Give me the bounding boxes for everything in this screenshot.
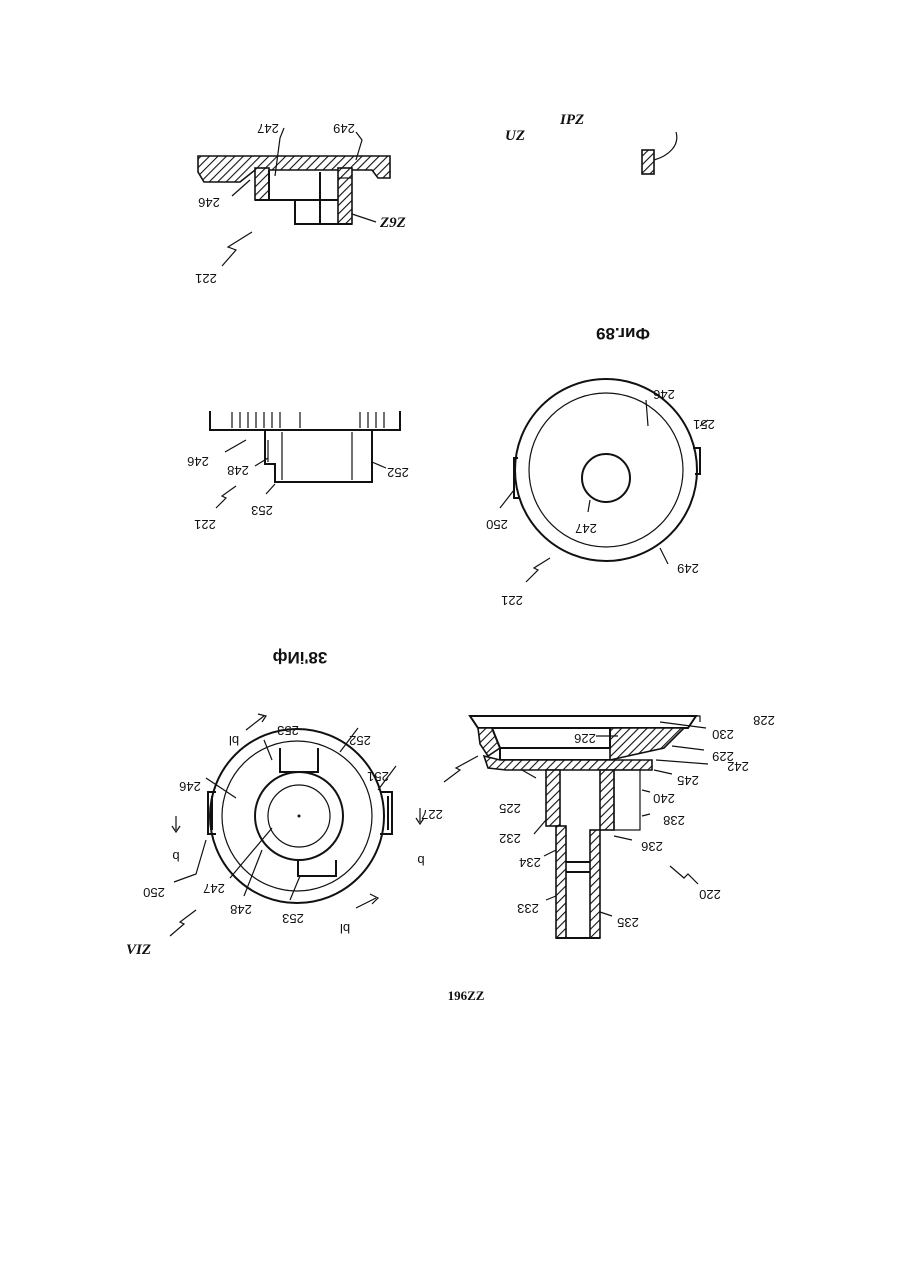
section-arrow-top <box>246 714 266 730</box>
label-245: 245 <box>677 773 699 788</box>
arrow-viz <box>170 910 196 936</box>
label-246-bl: 246 <box>179 779 201 794</box>
label-234: 234 <box>519 855 541 870</box>
tag-uz: UZ <box>505 128 525 144</box>
label-b-right: b <box>417 853 424 868</box>
collar <box>614 770 640 830</box>
label-251-bl: 251 <box>367 769 389 784</box>
base-section <box>484 756 652 770</box>
label-226: 226 <box>574 731 596 746</box>
label-221-top: 221 <box>195 271 217 286</box>
flange-section-right <box>610 728 684 760</box>
section-arrow-bottom <box>356 894 378 908</box>
tube-wall-right <box>590 830 600 938</box>
label-253-bl-bottom: 253 <box>282 911 304 926</box>
arrow-220 <box>670 866 698 884</box>
label-246-mid: 246 <box>187 454 209 469</box>
label-247-plan: 247 <box>575 521 597 536</box>
label-235: 235 <box>617 915 639 930</box>
rib-top <box>280 748 318 772</box>
label-252-mid: 252 <box>387 465 409 480</box>
figure-bottom-right-section: 228 230 226 229 242 245 227 225 240 238 … <box>421 713 775 938</box>
spout-wall-left <box>546 770 560 826</box>
label-230: 230 <box>712 727 734 742</box>
label-232: 232 <box>499 831 521 846</box>
label-227: 227 <box>421 807 443 822</box>
label-233: 233 <box>517 901 539 916</box>
hub-wall-right <box>338 168 352 224</box>
label-225: 225 <box>499 801 521 816</box>
label-251-plan: 251 <box>693 417 715 432</box>
arrow-221 <box>222 232 252 266</box>
hub-wall-left <box>255 168 269 200</box>
label-221-mid: 221 <box>194 517 216 532</box>
inner-rim <box>529 393 683 547</box>
label-b-left: b <box>172 849 179 864</box>
rib-bottom <box>298 860 336 876</box>
spout-wall-right <box>600 770 614 830</box>
label-249-plan: 249 <box>677 561 699 576</box>
label-228: 228 <box>753 713 775 728</box>
label-248-mid: 248 <box>227 463 249 478</box>
flange-section <box>198 156 390 182</box>
figure-middle-left-elevation: 246 248 252 253 221 <box>187 411 409 532</box>
label-221-plan: 221 <box>501 593 523 608</box>
label-252-bl: 252 <box>349 733 371 748</box>
label-bl-top: bl <box>229 733 239 748</box>
tag-viz: VIZ <box>126 942 151 958</box>
section-arrow-left <box>172 816 180 832</box>
label-bl-bottom: bl <box>340 921 350 936</box>
label-247-bl: 247 <box>203 881 225 896</box>
label-238: 238 <box>663 813 685 828</box>
center-dot <box>298 815 301 818</box>
label-220: 220 <box>699 887 721 902</box>
label-250-plan: 250 <box>486 517 508 532</box>
center-bore <box>582 454 630 502</box>
label-249-top: 249 <box>333 121 355 136</box>
tube-wall-left <box>556 826 566 938</box>
label-236: 236 <box>641 839 663 854</box>
flange-outline <box>210 411 400 430</box>
label-253-mid: 253 <box>251 503 273 518</box>
tag-z9z: Z9Z <box>379 215 406 231</box>
label-250-bl: 250 <box>143 885 165 900</box>
figure-top-right-fragment: IPZ UZ <box>505 112 677 174</box>
figure-middle-right-plan: 246 251 250 247 249 221 <box>486 379 715 608</box>
arrow-221-plan <box>526 558 550 582</box>
outer-rim <box>515 379 697 561</box>
label-246-top: 246 <box>198 195 220 210</box>
label-242: 242 <box>727 759 749 774</box>
figure-top-left-section: 247 249 246 221 Z9Z <box>195 121 406 286</box>
hub-elevation <box>265 430 372 482</box>
page-number: 196ZZ <box>448 988 485 1003</box>
label-248-bl: 248 <box>230 902 252 917</box>
arrow-221-mid <box>216 486 236 508</box>
arrow-227 <box>444 756 478 782</box>
label-240: 240 <box>653 791 675 806</box>
small-part-section <box>642 150 654 174</box>
label-247-top: 247 <box>257 121 279 136</box>
caption-fig-88: 38'iИф <box>272 648 327 667</box>
tag-ipz: IPZ <box>559 112 584 128</box>
label-253-bl-top: 253 <box>277 723 299 738</box>
label-246-plan: 246 <box>653 387 675 402</box>
figure-bottom-left-view: 253 252 246 251 b b 250 247 248 253 bl b… <box>126 714 425 958</box>
caption-fig-89: Фиг.89 <box>596 324 650 343</box>
